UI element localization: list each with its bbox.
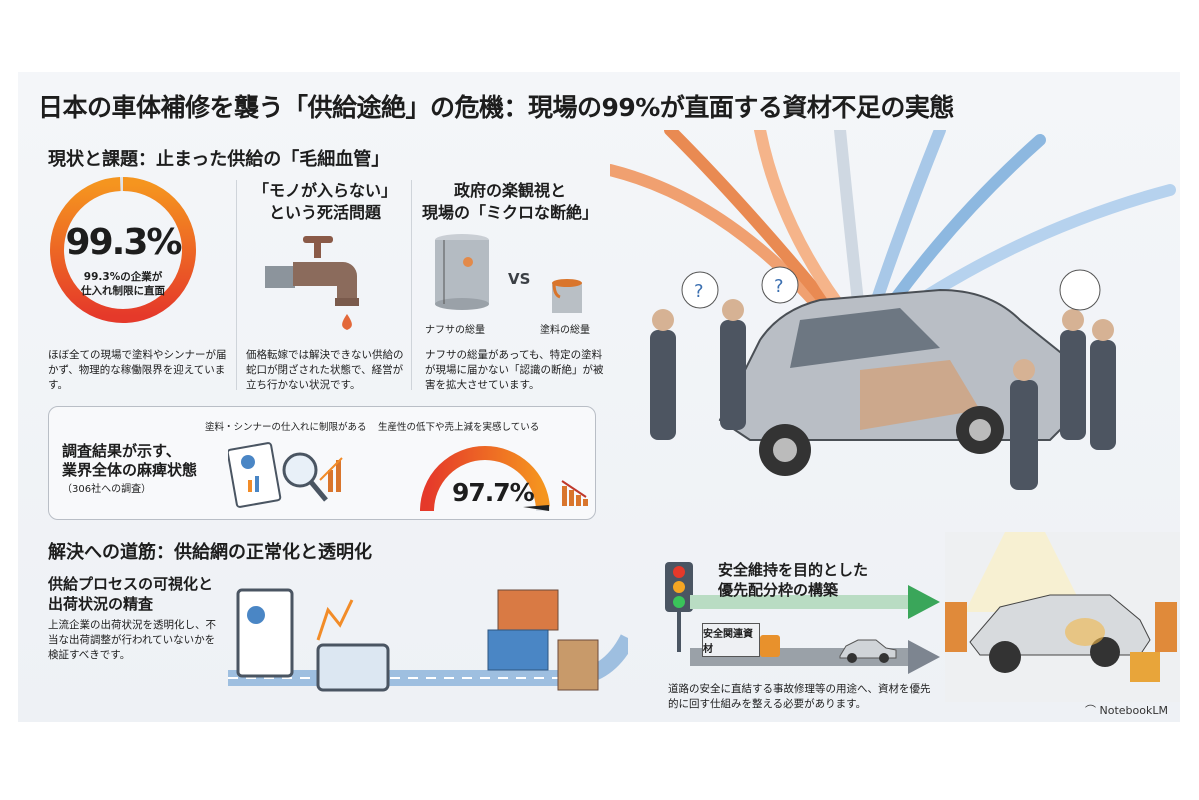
column3-heading-line1: 政府の楽観視と xyxy=(453,181,566,200)
svg-text:?: ? xyxy=(694,281,704,302)
priority-green-arrow xyxy=(690,585,940,619)
survey-subtitle: （306社への調査） xyxy=(62,484,152,495)
small-car-icon xyxy=(839,639,897,663)
column2-description: 価格転嫁では解決できない供給の蛇口が閉ざされた状態で、経営が立ち行かない状況です… xyxy=(246,349,404,391)
paint-can-icon xyxy=(552,279,582,313)
stat-caption-line1: 99.3%の企業が xyxy=(83,271,163,283)
truck-cargo-label: 安全関連資材 xyxy=(702,623,760,657)
survey-title-line1: 調査結果が示す、 xyxy=(62,442,181,460)
divider xyxy=(236,180,237,390)
item2-description: 道路の安全に直結する事故修理等の用途へ、資材を優先的に回す仕組みを整える必要があ… xyxy=(668,683,931,710)
naphtha-tank-icon xyxy=(435,234,489,310)
gauge-chart xyxy=(420,446,550,512)
paint-total-label: 塗料の総量 xyxy=(540,325,590,336)
item1-title-line2: 出荷状況の精査 xyxy=(48,595,154,613)
section-heading-current-issues: 現状と課題：止まった供給の「毛細血管」 xyxy=(48,149,390,170)
survey-label-1: 塗料・シンナーの仕入れに制限がある xyxy=(205,422,367,433)
truck-cab-icon xyxy=(760,635,780,657)
item2-title-line2: 優先配分枠の構築 xyxy=(718,581,839,599)
survey-title-line2: 業界全体の麻痺状態 xyxy=(62,461,198,479)
stat-caption-line2: 仕入れ制限に直面 xyxy=(81,285,165,297)
stat-description: ほぼ全ての現場で塗料やシンナーが届かず、物理的な稼働限界を迎えています。 xyxy=(48,349,227,391)
section-heading-solution: 解決への道筋：供給網の正常化と透明化 xyxy=(48,542,372,563)
item1-description: 上流企業の出荷状況を透明化し、不当な出荷調整が行われていないかを検証すべきです。 xyxy=(48,619,216,661)
dripping-faucet-icon xyxy=(265,236,359,330)
donut-arc xyxy=(50,177,196,323)
stat-value: 99.3% xyxy=(65,222,183,263)
damaged-car-capillaries-illustration: ? ? xyxy=(610,130,1176,490)
clipboard-magnifier-icon xyxy=(228,442,343,508)
column2-heading-line2: という死活問題 xyxy=(268,203,381,222)
svg-text:?: ? xyxy=(774,276,784,297)
survey-label-2: 生産性の低下や売上減を実感している xyxy=(378,422,540,433)
supply-road-visualization-illustration xyxy=(228,588,628,692)
page-title: 日本の車体補修を襲う「供給途絶」の危機：現場の99%が直面する資材不足の実態 xyxy=(38,93,954,122)
divider xyxy=(411,180,412,390)
item2-title-line1: 安全維持を目的とした xyxy=(718,561,869,579)
column3-description: ナフサの総量があっても、特定の塗料が現場に届かない「認識の断絶」が被害を拡大させ… xyxy=(425,349,604,391)
repair-shop-illustration xyxy=(945,532,1180,702)
naphtha-label: ナフサの総量 xyxy=(425,325,485,336)
notebooklm-icon: ⌒ xyxy=(1085,704,1100,717)
notebooklm-logo: ⌒ NotebookLM xyxy=(1085,704,1168,717)
donut-chart xyxy=(50,177,196,323)
gauge-value: 97.7% xyxy=(452,478,535,507)
gauge-arc xyxy=(420,446,550,512)
vs-label: VS xyxy=(508,270,531,288)
traffic-light-icon xyxy=(665,562,693,652)
item1-title-line1: 供給プロセスの可視化と xyxy=(48,575,214,593)
column2-heading-line1: 「モノが入らない」 xyxy=(252,181,397,200)
declining-bars-icon xyxy=(561,480,588,506)
column3-heading-line2: 現場の「ミクロな断絶」 xyxy=(421,203,598,222)
